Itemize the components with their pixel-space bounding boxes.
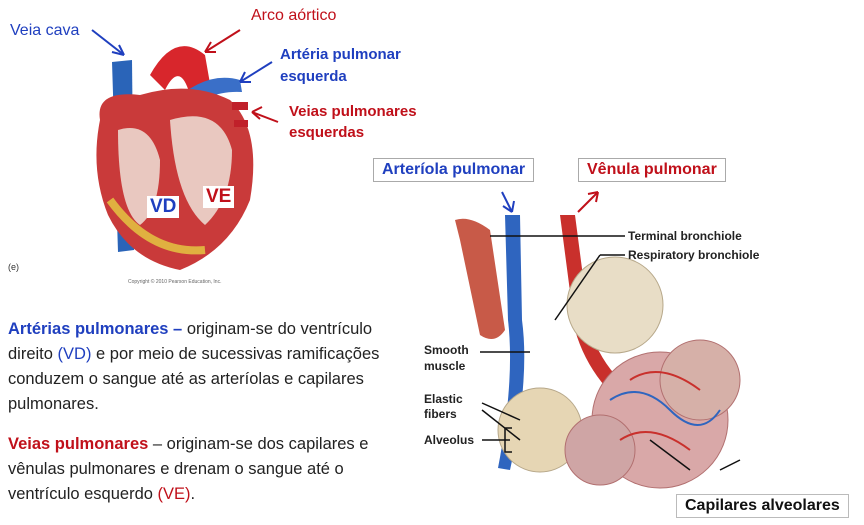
paragraph-veias: Veias pulmonares – originam-se dos capil… <box>8 432 388 507</box>
label-veias-pulmonares-1: Veias pulmonares <box>289 103 417 120</box>
label-arteria-pulmonar-1: Artéria pulmonar <box>280 46 401 63</box>
label-elastic-fibers-1: Elastic <box>424 392 463 406</box>
p2-ve: (VE) <box>158 485 191 503</box>
label-veia-cava: Veia cava <box>10 22 79 40</box>
p1-vd: (VD) <box>58 345 92 363</box>
label-arteriola-pulmonar: Arteríola pulmonar <box>373 158 534 182</box>
label-terminal-bronchiole: Terminal bronchiole <box>628 229 742 243</box>
label-venula-pulmonar: Vênula pulmonar <box>578 158 726 182</box>
label-smooth-muscle-1: Smooth <box>424 343 469 357</box>
paragraph-arterias: Artérias pulmonares – originam-se do ven… <box>8 317 380 417</box>
p1-heading: Artérias pulmonares – <box>8 320 187 338</box>
p2-text-b: . <box>191 485 196 503</box>
label-arco-aortico: Arco aórtico <box>251 7 336 25</box>
label-smooth-muscle-2: muscle <box>424 359 465 373</box>
label-alveolus: Alveolus <box>424 433 474 447</box>
label-respiratory-bronchiole: Respiratory bronchiole <box>628 248 759 262</box>
panel-letter: (e) <box>8 262 19 272</box>
label-arteria-pulmonar-2: esquerda <box>280 68 347 85</box>
label-vd: VD <box>147 196 179 218</box>
label-ve: VE <box>203 186 234 208</box>
label-elastic-fibers-2: fibers <box>424 407 457 421</box>
p2-heading: Veias pulmonares <box>8 435 148 453</box>
copyright: Copyright © 2010 Pearson Education, Inc. <box>128 279 221 285</box>
label-capilares-alveolares: Capilares alveolares <box>676 494 849 518</box>
label-veias-pulmonares-2: esquerdas <box>289 124 364 141</box>
